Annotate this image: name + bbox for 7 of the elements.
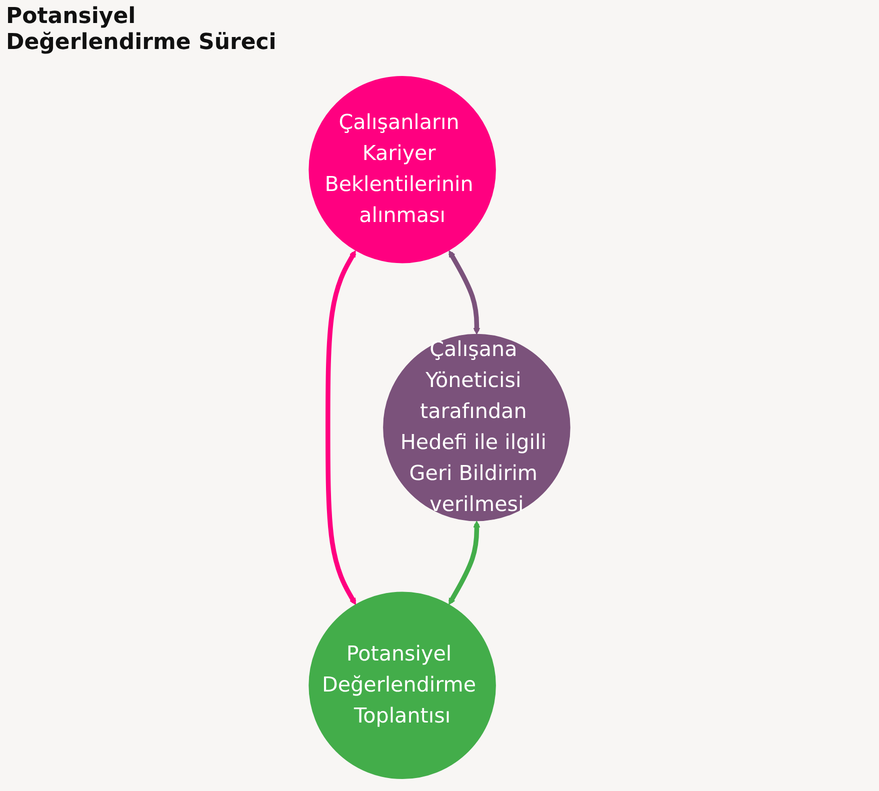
arrow: [448, 250, 480, 335]
arrow: [326, 250, 356, 605]
node-circle: Çalışana Yöneticisi tarafından Hedefi ile ilgili Geri Bildirim verilmesi: [383, 334, 570, 522]
node-circle: Potansiyel Değerlendirme Toplantısı: [308, 592, 496, 780]
arrow: [448, 520, 480, 605]
diagram-title: Potansiyel Değerlendirme Süreci: [6, 4, 278, 57]
node-circle: Çalışanların Kariyer Beklentilerinin alınması: [308, 76, 496, 264]
